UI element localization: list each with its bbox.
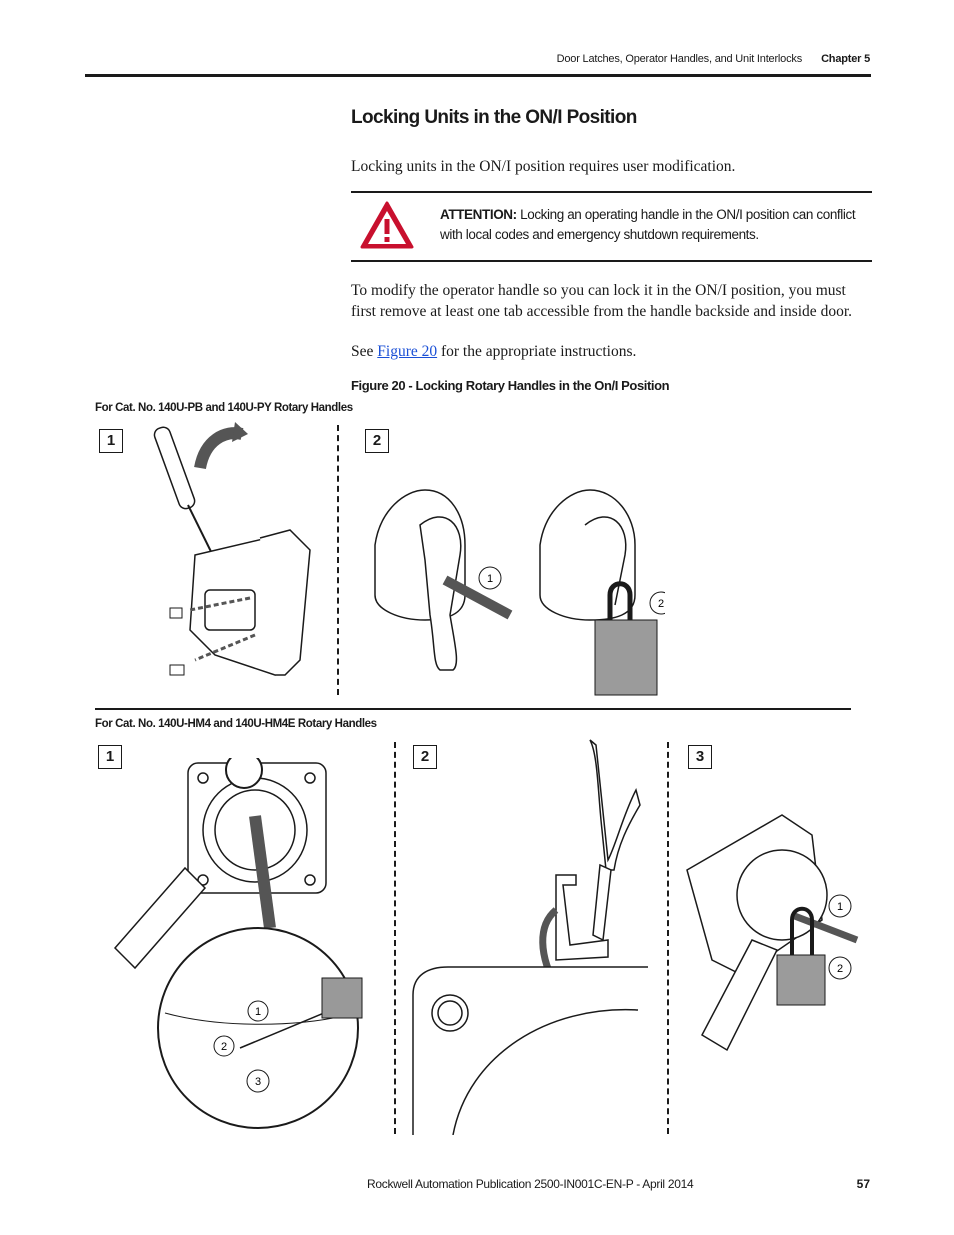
callout-2-label: 2 — [837, 963, 843, 975]
step2-padlock-illustration: 1 2 — [374, 489, 665, 696]
intro-paragraph: Locking units in the ON/I position requi… — [351, 158, 736, 175]
callout-1 — [247, 1000, 269, 1022]
attention-label: ATTENTION: — [440, 207, 517, 222]
section1-step-2: 2 — [365, 429, 389, 453]
rotary-handle-left — [374, 489, 466, 671]
section2-divider-2 — [667, 742, 669, 1134]
figure-20-link[interactable]: Figure 20 — [377, 343, 438, 360]
handle-grip — [113, 866, 207, 970]
attention-message: Locking an operating handle in the ON/I … — [440, 207, 856, 242]
running-header-section: Door Latches, Operator Handles, and Unit… — [556, 53, 803, 65]
callout-3-label: 3 — [255, 1076, 261, 1088]
square-handle-corner — [412, 966, 648, 1135]
attention-text: ATTENTION: Locking an operating handle i… — [440, 205, 870, 245]
callout-2 — [213, 1035, 235, 1057]
section2-heading: For Cat. No. 140U-HM4 and 140U-HM4E Rota… — [95, 718, 377, 730]
pull-arrow-icon — [790, 911, 859, 944]
callout-3 — [246, 1069, 270, 1093]
magnify-marker — [225, 758, 263, 789]
figure-ref-suffix: for the appropriate instructions. — [437, 343, 637, 360]
callout-1 — [478, 566, 502, 590]
padlock-icon — [776, 906, 826, 1006]
section-separator — [95, 708, 851, 710]
figure-caption: Figure 20 - Locking Rotary Handles in th… — [351, 378, 670, 393]
figure-ref-prefix: See — [351, 343, 378, 360]
header-rule — [85, 74, 871, 77]
step1-detail-illustration: 1 2 3 — [113, 758, 363, 1129]
running-header-chapter: Chapter 5 — [821, 53, 870, 65]
figure-reference-paragraph: See Figure 20 for the appropriate instru… — [351, 341, 636, 362]
section2-divider-1 — [394, 742, 396, 1134]
tab-grid-icon — [321, 977, 363, 1019]
callout-2-label: 2 — [658, 598, 664, 610]
callout-1-label: 1 — [487, 573, 493, 585]
callout-1-label: 1 — [255, 1006, 261, 1018]
pliers-icon — [589, 739, 641, 942]
footer-publication: Rockwell Automation Publication 2500-IN0… — [367, 1177, 694, 1191]
warning-triangle-icon — [359, 200, 415, 255]
section1-divider — [337, 425, 339, 695]
section2-step-3: 3 — [688, 745, 712, 769]
insert-arrow-icon — [442, 575, 513, 620]
section1-heading: For Cat. No. 140U-PB and 140U-PY Rotary … — [95, 402, 353, 414]
section-title: Locking Units in the ON/I Position — [351, 107, 637, 128]
step1-remove-tab-illustration — [153, 422, 311, 676]
zoom-detail-circle — [157, 927, 359, 1129]
attention-bottom-rule — [351, 260, 872, 262]
section2-step-2: 2 — [413, 745, 437, 769]
attention-top-rule — [351, 191, 872, 193]
section1-step-1: 1 — [99, 429, 123, 453]
callout-2 — [828, 956, 852, 980]
pointer-arrow-icon — [249, 815, 276, 929]
padlock-icon — [594, 581, 658, 696]
callout-2 — [649, 591, 665, 615]
removed-tab-piece — [555, 874, 609, 961]
callout-2-label: 2 — [221, 1041, 227, 1053]
callout-1-label: 1 — [837, 901, 843, 913]
handle-grip — [701, 939, 779, 1052]
tab-piece-icon — [169, 607, 183, 619]
instruction-paragraph: To modify the operator handle so you can… — [351, 282, 852, 320]
rotary-handle-backside — [189, 529, 311, 676]
section2-step-1: 1 — [98, 745, 122, 769]
rotary-handle-right — [539, 489, 636, 621]
page-number: 57 — [856, 1177, 870, 1191]
step2-pliers-illustration — [412, 739, 648, 1135]
tab-piece-icon — [169, 664, 185, 676]
step3-padlock-illustration: 1 2 — [686, 814, 859, 1052]
callout-1 — [828, 894, 852, 918]
